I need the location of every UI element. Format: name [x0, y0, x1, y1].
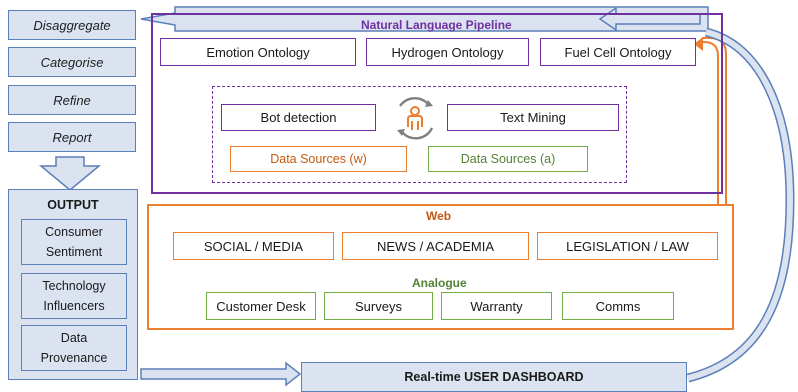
person-cycle-icon: [397, 97, 434, 140]
pipeline-title: Natural Language Pipeline: [361, 18, 512, 32]
web-social-media: SOCIAL / MEDIA: [173, 232, 334, 260]
hydrogen-ontology: Hydrogen Ontology: [366, 38, 529, 66]
data-sources-w-label: Data Sources (w): [270, 152, 367, 166]
analogue-surveys-label: Surveys: [355, 298, 402, 314]
step-disaggregate-label: Disaggregate: [33, 17, 111, 33]
web-social-media-label: SOCIAL / MEDIA: [203, 238, 304, 254]
text-mining-label: Text Mining: [500, 110, 566, 125]
analogue-warranty-label: Warranty: [470, 298, 523, 314]
web-title: Web: [426, 209, 452, 223]
step-report-label: Report: [52, 129, 92, 145]
bot-detection: Bot detection: [221, 104, 376, 131]
step-refine: Refine: [8, 85, 136, 115]
web-feed-arrowhead: [694, 37, 703, 51]
processing-group: [212, 86, 627, 183]
analogue-customer-desk-label: Customer Desk: [216, 298, 306, 314]
fuel-cell-ontology-label: Fuel Cell Ontology: [564, 44, 672, 60]
user-dashboard-label: Real-time USER DASHBOARD: [404, 370, 584, 384]
text-mining: Text Mining: [447, 104, 619, 131]
analogue-comms: Comms: [562, 292, 674, 320]
report-to-output-arrow: [38, 156, 102, 191]
web-legislation-law: LEGISLATION / LAW: [537, 232, 718, 260]
step-disaggregate: Disaggregate: [8, 10, 136, 40]
analogue-customer-desk: Customer Desk: [206, 292, 316, 320]
data-sources-a: Data Sources (a): [428, 146, 588, 172]
analogue-title: Analogue: [412, 276, 467, 290]
web-legislation-law-label: LEGISLATION / LAW: [566, 238, 689, 254]
output-item-3-line-2: Provenance: [40, 351, 108, 365]
emotion-ontology-label: Emotion Ontology: [206, 44, 310, 60]
pipeline-frame: [151, 13, 723, 194]
data-sources-w: Data Sources (w): [230, 146, 407, 172]
emotion-ontology: Emotion Ontology: [160, 38, 356, 66]
step-refine-label: Refine: [53, 92, 91, 108]
output-item-2-line-2: Influencers: [43, 299, 105, 313]
feedback-arrow-head: [598, 6, 701, 32]
data-sources-a-label: Data Sources (a): [460, 152, 556, 166]
hydrogen-ontology-label: Hydrogen Ontology: [391, 44, 504, 60]
output-to-dashboard-arrow: [140, 361, 302, 387]
analogue-warranty: Warranty: [441, 292, 552, 320]
web-news-academia-label: NEWS / ACADEMIA: [376, 238, 495, 254]
analogue-comms-label: Comms: [595, 298, 641, 314]
dashboard-feedback-curve-fill: [687, 29, 794, 381]
output-item-3-line-1: Data: [60, 331, 88, 345]
web-feed-line-1: [700, 41, 719, 206]
fuel-cell-ontology: Fuel Cell Ontology: [540, 38, 696, 66]
output-item-2-line-1: Technology: [42, 279, 106, 293]
step-report: Report: [8, 122, 136, 152]
analogue-surveys: Surveys: [324, 292, 433, 320]
web-news-academia: NEWS / ACADEMIA: [342, 232, 529, 260]
step-categorise: Categorise: [8, 47, 136, 77]
step-categorise-label: Categorise: [40, 54, 104, 70]
output-item-1-line-2: Sentiment: [45, 245, 103, 259]
output-technology-influencers: Technology Influencers: [21, 273, 127, 319]
output-item-1-line-1: Consumer: [45, 225, 103, 239]
user-dashboard: Real-time USER DASHBOARD: [301, 362, 687, 392]
output-title: OUTPUT: [47, 198, 99, 212]
bot-detection-label: Bot detection: [260, 110, 337, 125]
output-consumer-sentiment: Consumer Sentiment: [21, 219, 127, 265]
output-data-provenance: Data Provenance: [21, 325, 127, 371]
sources-frame: [147, 204, 734, 330]
